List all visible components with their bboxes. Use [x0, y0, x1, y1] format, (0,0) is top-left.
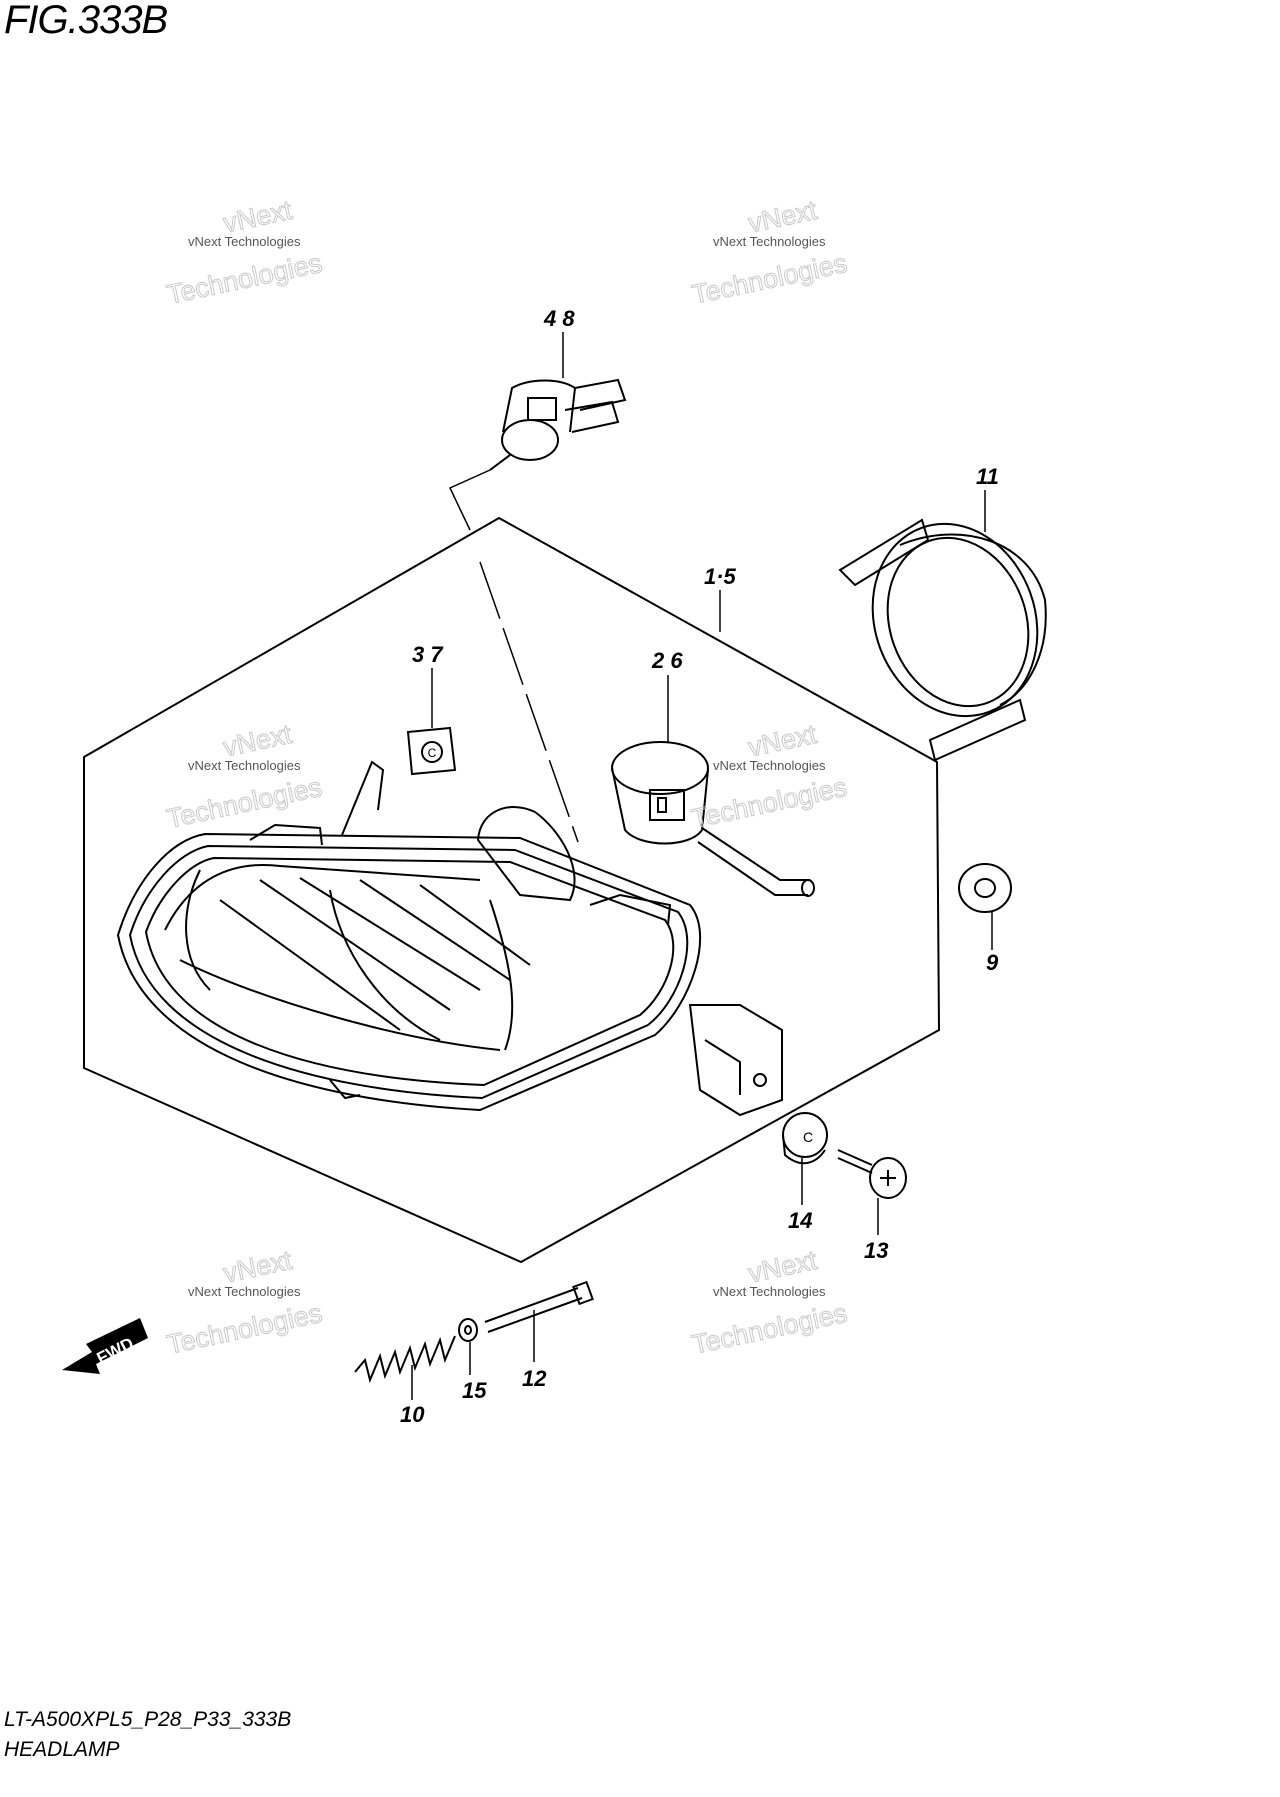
callout-washer: 15: [462, 1378, 487, 1403]
bulb-cover-ring: [838, 518, 1047, 762]
watermark-text-3: vNext Technologies: [188, 758, 301, 773]
svg-text:vNext: vNext: [745, 719, 819, 763]
headlamp-housing: [116, 760, 783, 1117]
svg-text:vNext: vNext: [221, 1245, 295, 1289]
svg-text:Technologies: Technologies: [689, 772, 849, 834]
fwd-arrow: FWD: [62, 1318, 148, 1374]
callout-bulb: 4 8: [543, 306, 575, 331]
callout-socket: 2 6: [651, 648, 683, 673]
callout-grommet: 9: [986, 950, 999, 975]
svg-text:Technologies: Technologies: [164, 772, 324, 834]
adjusting-bolt: [484, 1280, 594, 1333]
watermark-text-1: vNext Technologies: [188, 234, 301, 249]
watermark-1: vNext Technologies: [164, 194, 325, 310]
callout-clip-nut: 3 7: [412, 642, 444, 667]
callout-bulb-cover-ring: 11: [976, 464, 999, 489]
callout-labels: 4 8 11 1·5 2 6 3 7 9 14 13 10 15 12: [400, 306, 999, 1427]
leader-lines: [411, 332, 993, 1400]
watermark-text-6: vNext Technologies: [713, 1284, 826, 1299]
callout-cushion: 14: [788, 1208, 812, 1233]
svg-text:vNext: vNext: [221, 195, 295, 239]
model-code: LT-A500XPL5_P28_P33_333B: [4, 1708, 292, 1731]
watermark-3: vNext Technologies: [164, 718, 325, 834]
watermark-text-5: vNext Technologies: [188, 1284, 301, 1299]
callout-headlamp-assembly: 1·5: [704, 564, 737, 589]
bulb: [489, 378, 627, 471]
assembly-outline: [83, 516, 941, 1264]
svg-text:vNext: vNext: [746, 195, 820, 239]
screw: [837, 1149, 907, 1199]
watermark-text-4: vNext Technologies: [713, 758, 826, 773]
watermark-text-2: vNext Technologies: [713, 234, 826, 249]
grommet: [958, 863, 1012, 913]
spring: [354, 1335, 456, 1384]
callout-adjusting-bolt: 12: [522, 1366, 547, 1391]
svg-text:C: C: [803, 1129, 813, 1145]
watermark-6: vNext Technologies: [689, 1244, 850, 1360]
washer: [458, 1318, 478, 1342]
socket: [611, 741, 815, 897]
watermark-5: vNext Technologies: [164, 1244, 325, 1360]
svg-text:C: C: [428, 746, 437, 760]
svg-text:Technologies: Technologies: [164, 248, 324, 310]
svg-text:Technologies: Technologies: [164, 1298, 324, 1360]
callout-spring: 10: [400, 1402, 425, 1427]
cushion: C: [782, 1112, 828, 1165]
watermark-4: vNext Technologies: [689, 718, 850, 834]
svg-text:Technologies: Technologies: [689, 248, 849, 310]
svg-text:Technologies: Technologies: [689, 1298, 849, 1360]
watermark-2: vNext Technologies: [689, 194, 850, 310]
callout-screw: 13: [864, 1238, 888, 1263]
clip-nut: C: [406, 726, 457, 776]
svg-text:vNext: vNext: [746, 1245, 820, 1289]
section-name: HEADLAMP: [4, 1738, 120, 1761]
figure-title: FIG.333B: [4, 0, 168, 42]
svg-text:vNext: vNext: [220, 719, 294, 763]
